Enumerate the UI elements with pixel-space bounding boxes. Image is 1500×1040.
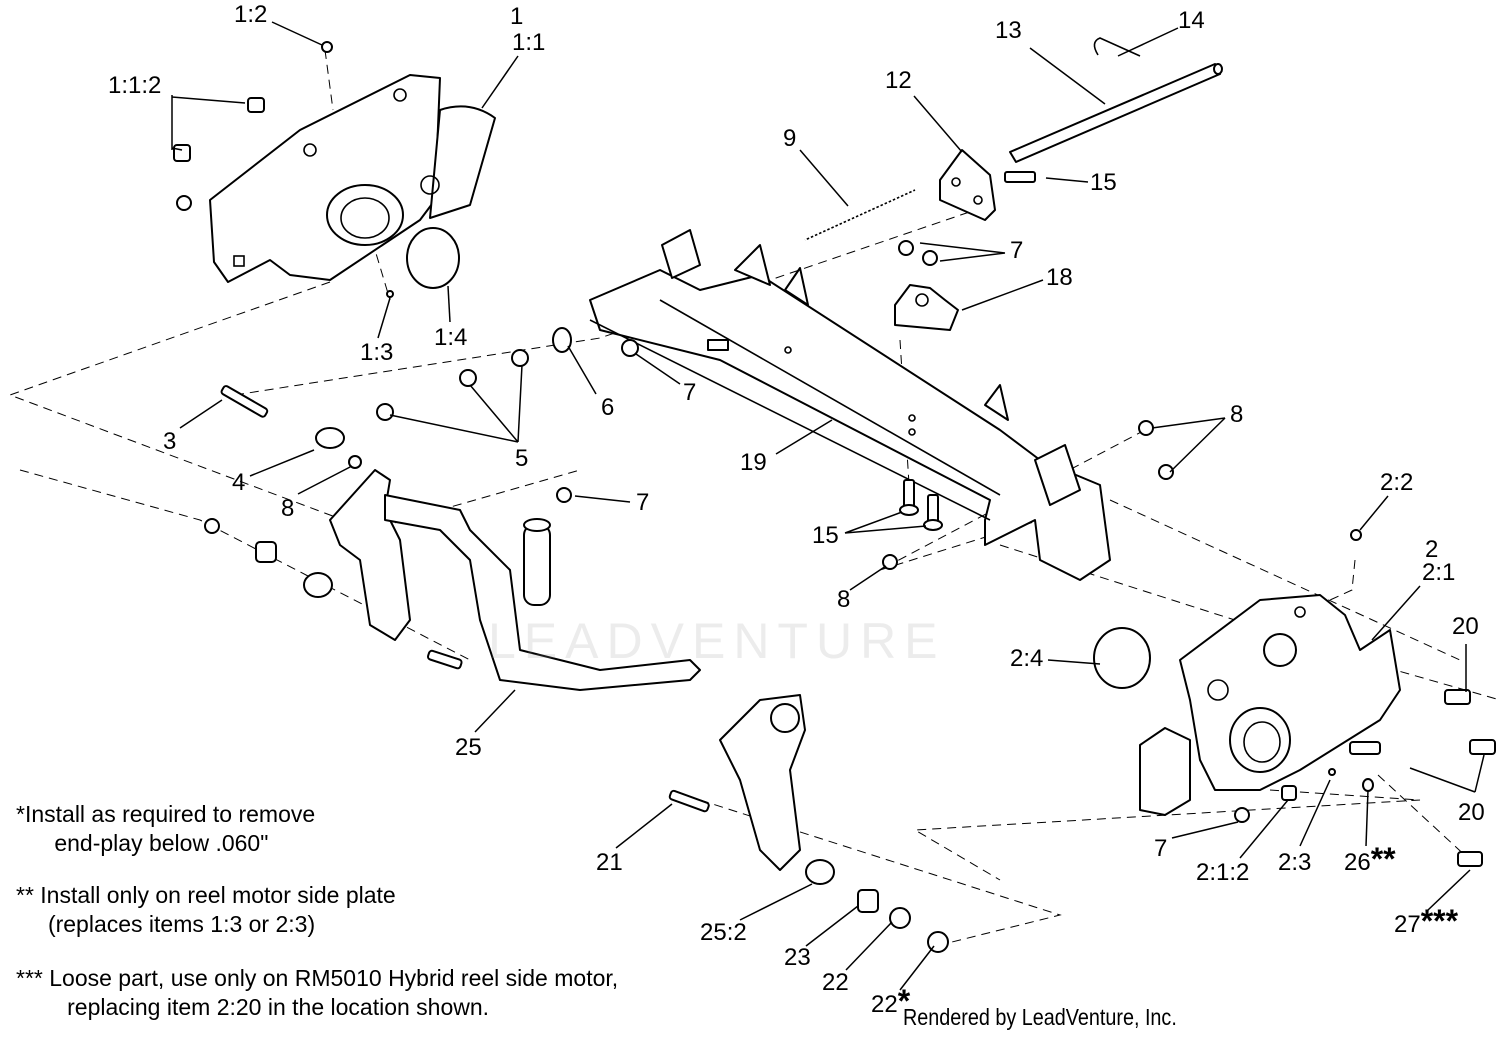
callout-labels: 1:2 11:1 1:1:2 1:3 1:4 13 14 12 9 15 7 18 7 6 3 5 19 8 4 8 7… [108, 1, 1485, 1019]
leader-c-3 [179, 399, 223, 429]
leader-c-9 [799, 149, 849, 207]
leader-c-2-3 [1299, 779, 1331, 847]
callout-c-1: 1 [510, 3, 523, 30]
callout-c-9: 9 [783, 125, 796, 152]
callout-c-1-3: 1:3 [360, 339, 393, 366]
leader-c-23 [805, 905, 859, 947]
leader-c-1-3 [377, 297, 391, 339]
leader-c-13 [1029, 47, 1106, 105]
callout-c-21: 21 [596, 849, 623, 876]
side-plate-left [173, 41, 496, 298]
callout-c-22-star: 22* [871, 983, 911, 1019]
render-credit: Rendered by LeadVenture, Inc. [903, 1004, 1177, 1030]
callout-c-8-right: 8 [1230, 401, 1243, 428]
leader-c-4 [249, 449, 315, 477]
leader-c-25 [474, 689, 516, 733]
callout-c-5: 5 [515, 445, 528, 472]
leader-c-2-1 [1371, 585, 1421, 641]
spring [802, 185, 918, 245]
leader-c-18 [961, 279, 1044, 311]
callout-c-26: 26** [1344, 841, 1396, 877]
callout-c-7-topright: 7 [1010, 237, 1023, 264]
leader-c-26 [1365, 789, 1369, 847]
note-double-star: ** Install only on reel motor side plate… [16, 882, 396, 937]
callout-c-7-mid: 7 [683, 379, 696, 406]
callout-c-2-4: 2:4 [1010, 645, 1043, 672]
leader-c-7-mid [635, 353, 681, 385]
leader-c-2-1-2 [1239, 799, 1289, 859]
callout-c-8-bottom: 8 [837, 586, 850, 613]
leader-c-27 [1427, 869, 1471, 911]
pedal-arm [329, 469, 949, 953]
callout-c-20-top: 20 [1452, 613, 1479, 640]
callout-c-15-top: 15 [1090, 169, 1117, 196]
callout-c-25: 25 [455, 734, 482, 761]
hardware-left [204, 327, 1174, 670]
leader-c-25-2 [739, 883, 813, 921]
callout-c-14: 14 [1178, 7, 1205, 34]
leader-c-1-2 [271, 21, 323, 46]
side-plate-right [1093, 529, 1496, 867]
leader-c-12 [913, 95, 963, 153]
callout-c-25-2: 25:2 [700, 919, 747, 946]
leader-c-14 [1117, 27, 1179, 57]
callout-c-3: 3 [163, 428, 176, 455]
callout-c-1-1-2: 1:1:2 [108, 72, 161, 99]
callout-c-20-bottom: 20 [1458, 799, 1485, 826]
callout-c-1-4: 1:4 [434, 324, 467, 351]
callout-c-2-3: 2:3 [1278, 849, 1311, 876]
note-triple-star: *** Loose part, use only on RM5010 Hybri… [16, 965, 619, 1020]
callout-c-23: 23 [784, 944, 811, 971]
callout-c-19: 19 [740, 449, 767, 476]
callout-c-13: 13 [995, 17, 1022, 44]
frame-assembly [589, 229, 1111, 581]
callout-c-2-1-2: 2:1:2 [1196, 859, 1249, 886]
callout-c-1-2: 1:2 [234, 1, 267, 28]
leader-c-22-star [899, 945, 935, 991]
callout-c-18: 18 [1046, 264, 1073, 291]
leader-c-2-2 [1359, 495, 1389, 531]
rod [1009, 37, 1223, 163]
callout-c-12: 12 [885, 67, 912, 94]
leader-c-19 [775, 419, 833, 455]
leader-c-2-4 [1047, 659, 1101, 665]
leader-c-7-bottom [1171, 821, 1239, 839]
callout-c-4: 4 [232, 469, 245, 496]
callout-c-2-2: 2:2 [1380, 469, 1413, 496]
leader-c-7-left [574, 495, 631, 503]
callout-c-2-1: 2:1 [1422, 559, 1455, 586]
leader-c-8-bottom [849, 565, 887, 591]
leader-c-8-left [297, 465, 353, 495]
watermark: LEADVENTURE [488, 613, 946, 669]
note-single-star: *Install as required to remove end-play … [16, 801, 316, 856]
bracket [939, 149, 996, 221]
pivot-bracket [894, 240, 959, 331]
callout-c-1-1: 1:1 [512, 29, 545, 56]
leader-c-1-4 [447, 285, 451, 323]
callout-leaders [171, 21, 1485, 991]
leader-c-21 [615, 803, 673, 849]
callout-c-8-left: 8 [281, 495, 294, 522]
leader-c-6 [567, 345, 597, 395]
bolts-15 [899, 171, 1036, 531]
callout-c-27: 27*** [1394, 903, 1459, 939]
leader-c-15-top [1045, 177, 1089, 183]
callout-c-2: 2 [1425, 536, 1438, 563]
leader-c-1-1 [481, 55, 519, 109]
callout-c-15-bottom: 15 [812, 522, 839, 549]
callout-c-22: 22 [822, 969, 849, 996]
callout-c-7-left: 7 [636, 489, 649, 516]
callout-c-6: 6 [601, 394, 614, 421]
callout-c-7-bottom: 7 [1154, 835, 1167, 862]
leader-c-22 [845, 921, 893, 971]
